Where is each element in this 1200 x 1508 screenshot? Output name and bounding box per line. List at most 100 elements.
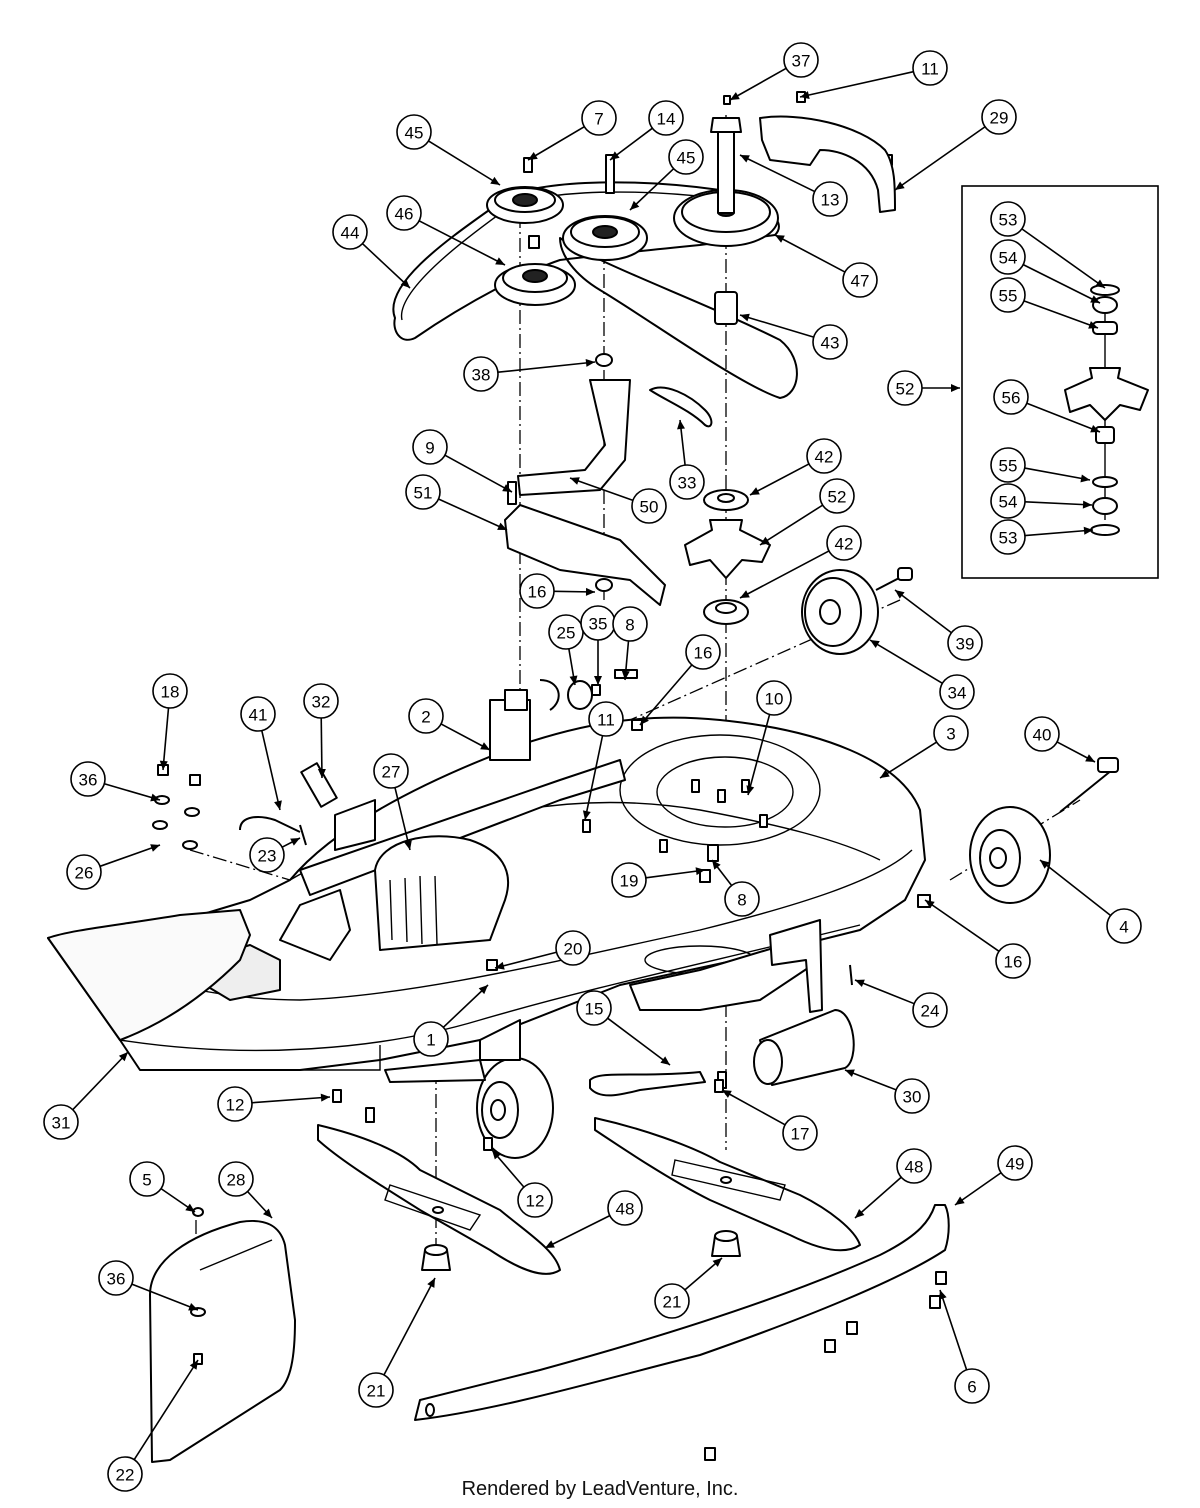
leader-line xyxy=(854,979,915,1005)
callout-number: 36 xyxy=(107,1270,126,1289)
leader-line xyxy=(72,1051,129,1111)
part-callout-38: 38 xyxy=(463,356,499,392)
callout-circle xyxy=(612,606,648,642)
part-callout-54: 54 xyxy=(990,483,1026,519)
part-callout-36: 36 xyxy=(98,1260,134,1296)
callout-number: 55 xyxy=(999,287,1018,306)
leader-line xyxy=(1024,501,1093,506)
callout-number: 53 xyxy=(999,211,1018,230)
callout-circle xyxy=(990,201,1026,237)
part-callout-55: 55 xyxy=(990,277,1026,313)
front-brackets xyxy=(384,919,823,1097)
leader-line xyxy=(131,1283,199,1311)
callout-number: 22 xyxy=(116,1466,135,1485)
callout-number: 12 xyxy=(526,1192,545,1211)
callout-number: 32 xyxy=(312,693,331,712)
part-callout-53: 53 xyxy=(990,519,1026,555)
callout-circle xyxy=(990,239,1026,275)
footer-credit: Rendered by LeadVenture, Inc. xyxy=(461,1478,739,1500)
callout-number: 52 xyxy=(896,380,915,399)
part-callout-45: 45 xyxy=(668,139,704,175)
callout-number: 4 xyxy=(1119,918,1128,937)
part-callout-2: 2 xyxy=(408,698,444,734)
leader-arrow xyxy=(1085,754,1095,762)
callout-circle xyxy=(912,50,948,86)
callout-circle xyxy=(588,701,624,737)
leader-arrow xyxy=(495,961,505,970)
callout-number: 13 xyxy=(821,191,840,210)
part-callout-52: 52 xyxy=(887,370,923,406)
leader-arrow xyxy=(1083,526,1093,535)
callout-number: 16 xyxy=(694,644,713,663)
baffle-49 xyxy=(414,1204,950,1461)
leader-arrow xyxy=(746,785,755,795)
part-callout-28: 28 xyxy=(218,1161,254,1197)
leader-line xyxy=(361,243,411,289)
callout-number: 3 xyxy=(946,725,955,744)
leader-arrow xyxy=(492,1150,501,1160)
callout-circle xyxy=(98,1260,134,1296)
leader-arrow xyxy=(677,420,685,430)
part-callout-16: 16 xyxy=(995,943,1031,979)
leader-arrow xyxy=(951,384,960,392)
leader-line xyxy=(854,1176,902,1219)
leader-arrow xyxy=(545,1240,555,1248)
leader-line xyxy=(729,67,787,101)
leader-arrow xyxy=(800,91,810,99)
leader-arrow xyxy=(1090,424,1100,433)
leader-line xyxy=(774,234,846,273)
leader-arrow xyxy=(150,793,160,802)
part-callout-52: 52 xyxy=(819,478,855,514)
leader-line xyxy=(1024,467,1091,481)
callout-circle xyxy=(685,634,721,670)
leader-line xyxy=(584,735,604,821)
leader-arrow xyxy=(404,840,412,850)
callout-circle xyxy=(408,698,444,734)
callout-circle xyxy=(724,881,760,917)
callout-circle xyxy=(783,42,819,78)
callout-number: 48 xyxy=(616,1200,635,1219)
part-callout-41: 41 xyxy=(240,696,276,732)
callout-number: 16 xyxy=(528,583,547,602)
callout-number: 30 xyxy=(903,1088,922,1107)
callout-circle xyxy=(581,100,617,136)
part-callout-11: 11 xyxy=(588,701,624,737)
blade-nut-21-left xyxy=(421,1244,451,1271)
part-callout-21: 21 xyxy=(358,1372,394,1408)
leader-line xyxy=(418,220,506,266)
leader-arrow xyxy=(400,278,410,288)
callout-number: 26 xyxy=(75,864,94,883)
idler-bracket xyxy=(504,353,713,606)
blade-48-left xyxy=(317,1124,561,1275)
part-callout-8: 8 xyxy=(724,881,760,917)
misc-hardware xyxy=(486,719,931,986)
part-callout-4: 4 xyxy=(1106,908,1142,944)
leader-line xyxy=(133,1359,199,1461)
leader-arrow xyxy=(895,181,905,190)
callout-circle xyxy=(887,370,923,406)
leader-arrow xyxy=(712,860,721,870)
callout-circle xyxy=(1106,908,1142,944)
part-callout-5: 5 xyxy=(129,1161,165,1197)
callout-number: 45 xyxy=(405,124,424,143)
leader-arrow xyxy=(740,155,750,163)
callout-circle xyxy=(463,356,499,392)
part-callout-56: 56 xyxy=(993,379,1029,415)
leader-arrow xyxy=(1088,321,1098,329)
leader-line xyxy=(739,550,830,599)
leader-arrow xyxy=(262,1208,272,1218)
part-callout-46: 46 xyxy=(386,195,422,231)
callout-circle xyxy=(993,379,1029,415)
leader-line xyxy=(645,869,706,879)
part-callout-8: 8 xyxy=(612,606,648,642)
callout-number: 2 xyxy=(421,708,430,727)
leader-line xyxy=(749,463,810,496)
spindle-shaft xyxy=(710,117,742,325)
callout-number: 6 xyxy=(967,1378,976,1397)
leader-arrow xyxy=(1080,474,1090,483)
leader-arrow xyxy=(925,900,935,909)
leader-arrow xyxy=(118,1052,128,1062)
leader-line xyxy=(444,454,513,493)
callout-circle xyxy=(386,195,422,231)
